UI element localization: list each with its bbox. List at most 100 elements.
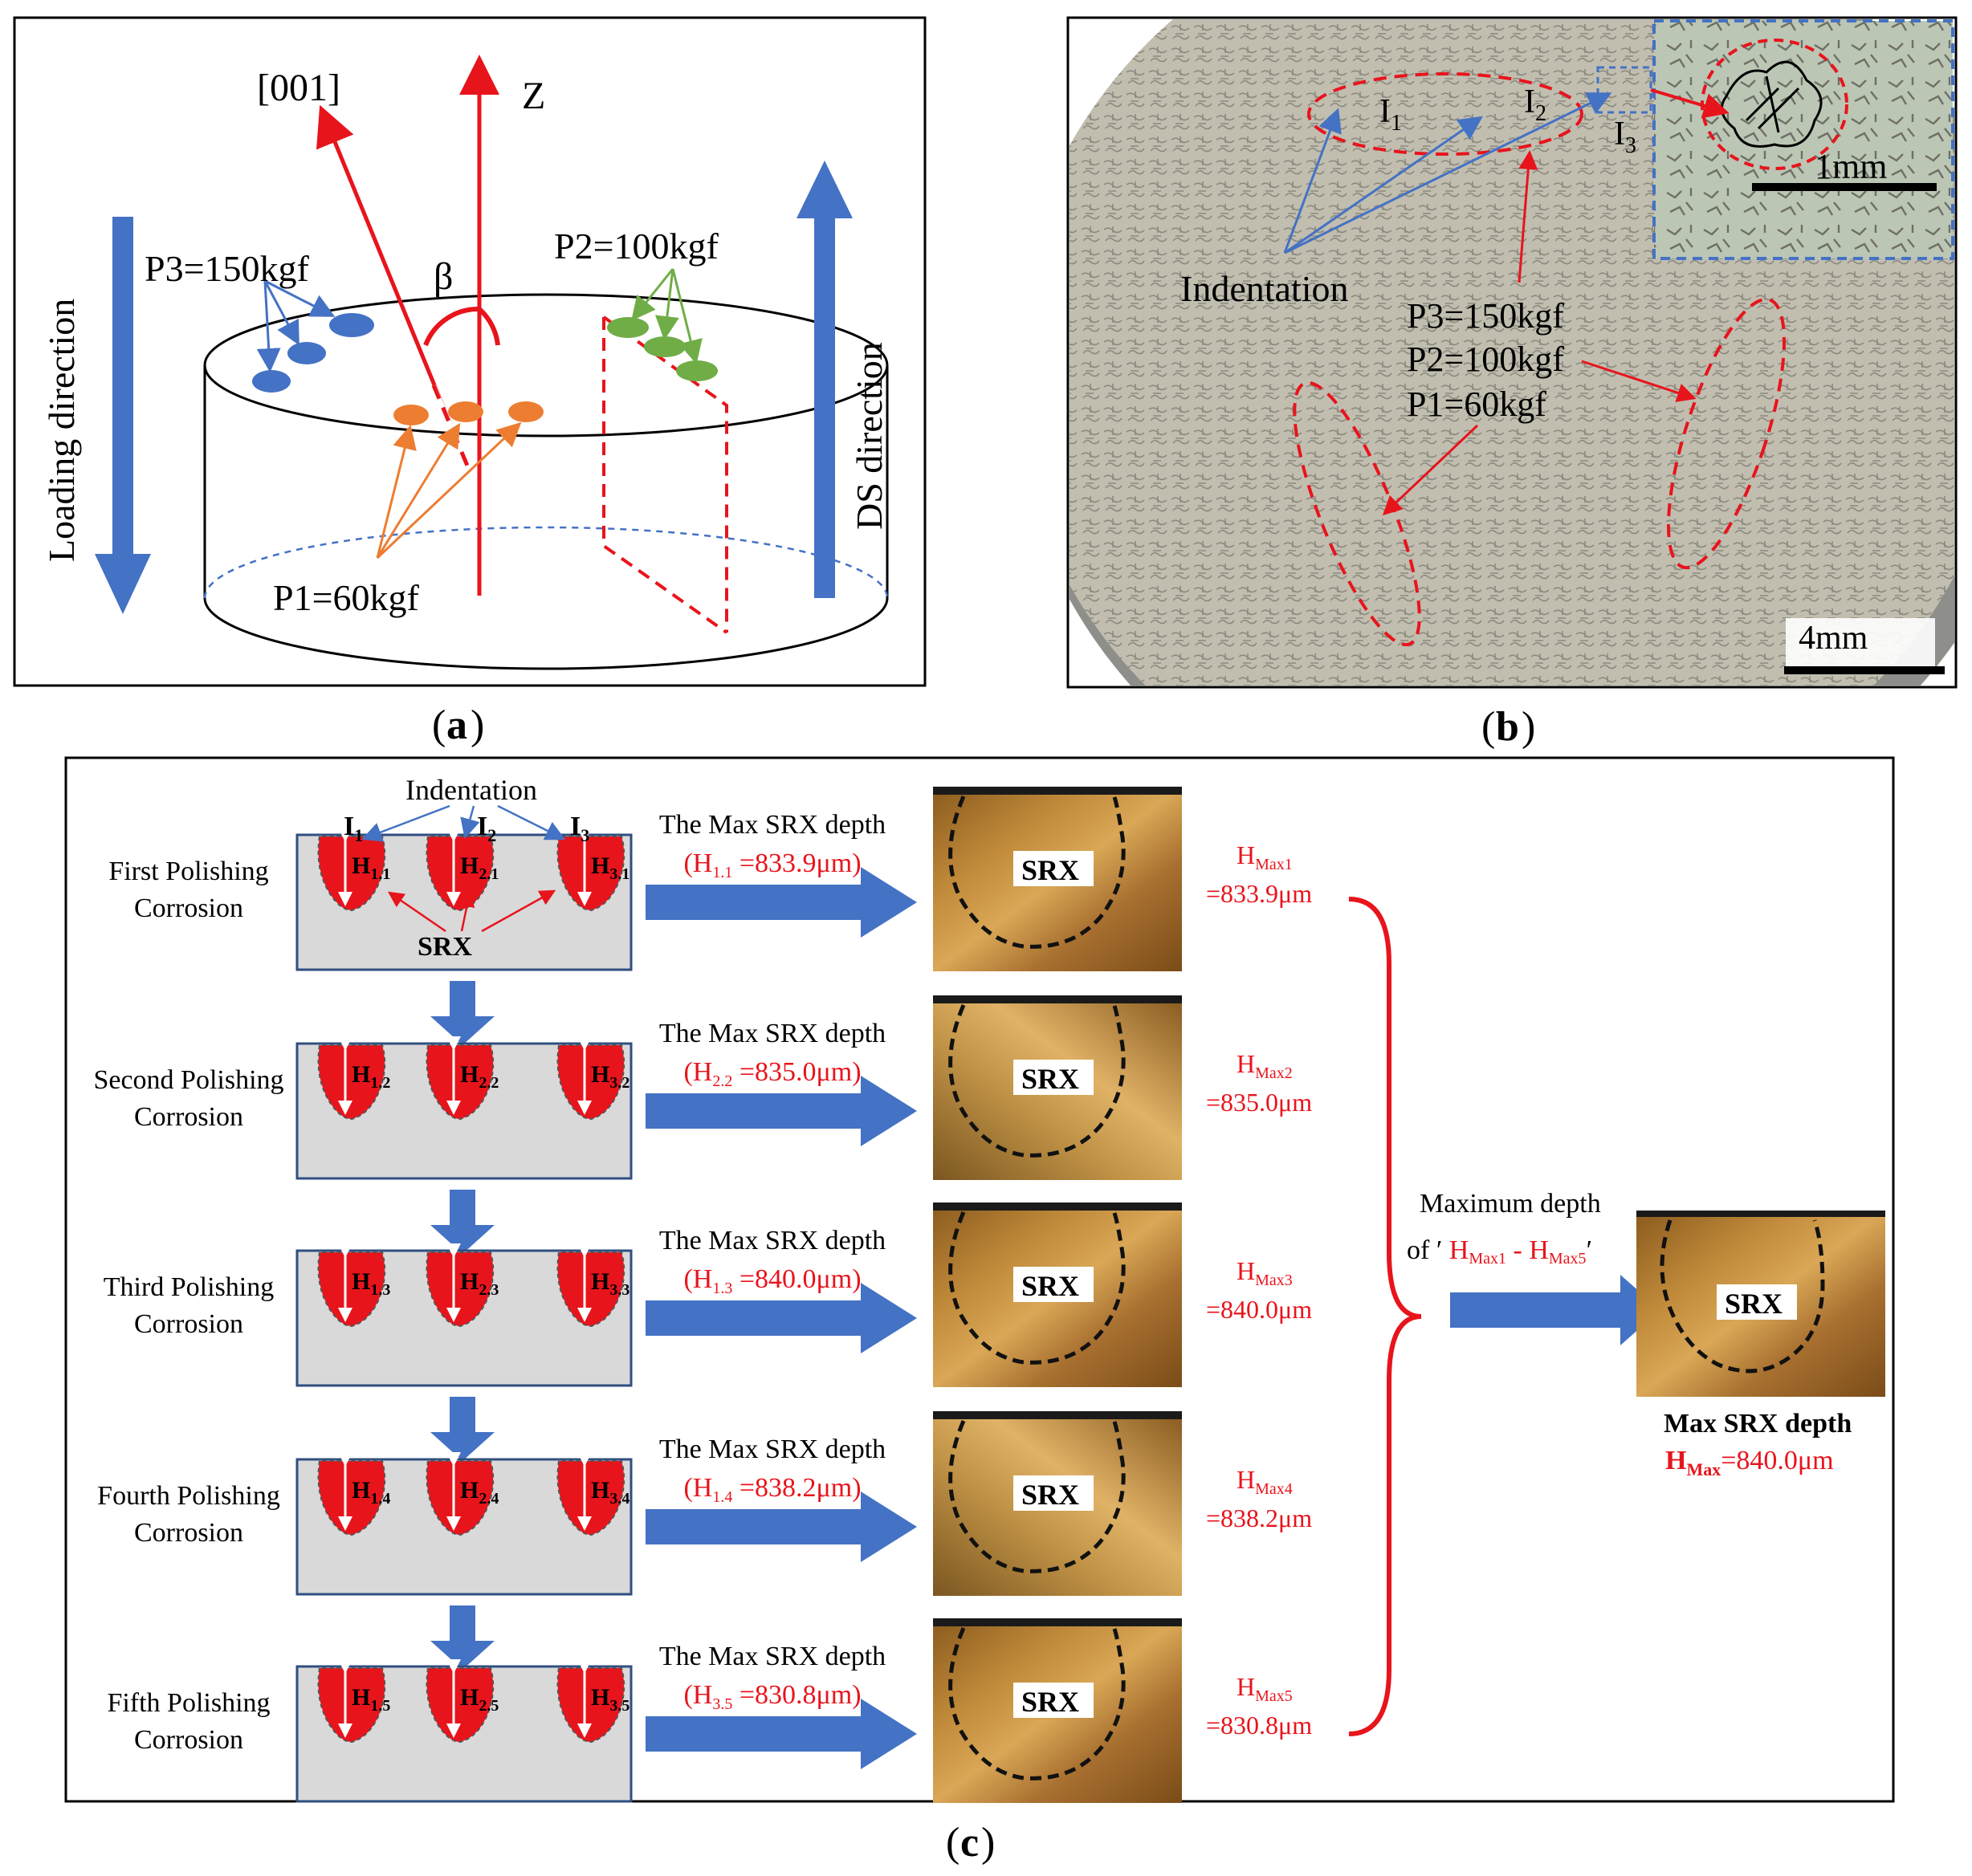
stage-label-line2: Corrosion	[134, 893, 243, 923]
ds-direction-label: DS direction	[849, 342, 890, 530]
indentation-label-c: Indentation	[405, 774, 537, 806]
final-title: Max SRX depth	[1664, 1409, 1852, 1439]
max-srx-value: (H1.3 =840.0μm)	[683, 1264, 861, 1297]
max-srx-title: The Max SRX depth	[659, 1434, 886, 1464]
p2-label-b: P2=100kgf	[1407, 340, 1564, 379]
down-arrow	[430, 1397, 495, 1461]
srx-label-c: SRX	[418, 932, 472, 962]
indent-row-p2	[1666, 297, 1787, 570]
loading-direction-arrow	[95, 217, 151, 614]
p2-label: P2=100kgf	[554, 226, 719, 267]
micrograph-srx-label: SRX	[1021, 1479, 1079, 1511]
max-srx-value: (H3.5 =830.8μm)	[683, 1680, 861, 1713]
inset-pointer-arrow	[1650, 88, 1730, 119]
caption-c-open: (	[946, 1820, 960, 1866]
i2-label: I2	[1524, 83, 1546, 126]
micrograph: SRX	[933, 995, 1182, 1180]
stage-label-line2: Corrosion	[134, 1309, 243, 1339]
scale-bar-main	[1784, 666, 1945, 674]
srx-pointers-c	[387, 889, 556, 933]
right-arrow	[646, 1699, 917, 1769]
max-srx-title: The Max SRX depth	[659, 810, 886, 840]
stage-label-line1: Fourth Polishing	[97, 1481, 280, 1511]
micrograph: SRX	[933, 1411, 1182, 1596]
inset-zoom	[1652, 19, 1954, 260]
indent-row-p3	[1307, 72, 1583, 156]
hmax-value: =838.2μm	[1206, 1504, 1312, 1532]
axis-001-label: [001]	[257, 67, 340, 109]
beta-label: β	[434, 255, 453, 298]
caption-a-close: )	[471, 702, 484, 748]
down-arrow	[430, 981, 495, 1045]
scale-inset-label: 1mm	[1815, 147, 1887, 186]
p1-label: P1=60kgf	[273, 577, 420, 618]
micrograph-srx-label: SRX	[1021, 1063, 1079, 1095]
final-value: HMax=840.0μm	[1665, 1446, 1834, 1479]
stage-label-line1: First Polishing	[108, 857, 268, 886]
micrograph: SRX	[933, 1203, 1182, 1387]
p3-indents	[252, 279, 374, 393]
stage-label-line1: Third Polishing	[104, 1272, 275, 1302]
stage-label-line1: Fifth Polishing	[107, 1688, 270, 1718]
curly-brace	[1348, 897, 1422, 1736]
caption-b-close: )	[1522, 704, 1535, 750]
caption-c-close: )	[981, 1820, 995, 1866]
max-srx-value: (H1.1 =833.9μm)	[683, 848, 861, 881]
right-arrow	[646, 1283, 917, 1353]
i1-label: I1	[1379, 93, 1402, 136]
micrograph-srx-label: SRX	[1021, 1270, 1079, 1302]
p2-indents	[607, 268, 718, 381]
max-depth-line1: Maximum depth	[1420, 1189, 1601, 1219]
right-arrow	[646, 867, 917, 938]
max-srx-value: (H2.2 =835.0μm)	[683, 1057, 861, 1090]
caption-b-letter: b	[1496, 704, 1519, 750]
scale-main-label: 4mm	[1799, 620, 1868, 657]
micrograph-srx-label: SRX	[1021, 1686, 1079, 1718]
axis-z-label: Z	[522, 75, 545, 117]
indentation-label-b: Indentation	[1180, 268, 1349, 309]
p3-label-b: P3=150kgf	[1407, 296, 1564, 336]
ds-direction-arrow	[797, 161, 853, 598]
max-srx-title: The Max SRX depth	[659, 1019, 886, 1048]
load-pointers-b	[1382, 150, 1697, 516]
down-arrow	[430, 1605, 495, 1670]
micrograph: SRX	[933, 1618, 1182, 1803]
micrograph-srx-label: SRX	[1021, 854, 1079, 886]
i3-box	[1596, 66, 1652, 114]
max-srx-value: (H1.4 =838.2μm)	[683, 1473, 861, 1506]
loading-direction-label: Loading direction	[41, 299, 82, 562]
p1-label-b: P1=60kgf	[1407, 385, 1546, 424]
final-srx-label: SRX	[1725, 1288, 1783, 1320]
right-arrow	[646, 1491, 917, 1562]
hmax-value: =835.0μm	[1206, 1088, 1312, 1117]
indentation-pointers	[1283, 92, 1612, 254]
panel-b: 1mm I1 I2 I3 Indentation P3=150kgf P2=10…	[1066, 16, 1958, 689]
stage-label-line1: Second Polishing	[93, 1065, 283, 1095]
caption-b-open: (	[1481, 704, 1495, 750]
caption-c-letter: c	[960, 1820, 979, 1866]
micrograph: SRX	[933, 787, 1182, 971]
max-srx-title: The Max SRX depth	[659, 1226, 886, 1255]
stage-label-line2: Corrosion	[134, 1725, 243, 1755]
hmax-value: =840.0μm	[1206, 1295, 1312, 1324]
p1-indents	[376, 401, 544, 560]
cylinder	[203, 293, 889, 670]
panel-a: [001] Z β P3=150kgf P2=100kgf	[13, 16, 927, 687]
right-arrow	[646, 1076, 917, 1146]
i3-label: I3	[1614, 116, 1636, 158]
final-micrograph	[1636, 1211, 1885, 1397]
indentation-pointers-c	[361, 804, 566, 842]
max-srx-title: The Max SRX depth	[659, 1642, 886, 1671]
down-arrow	[430, 1190, 495, 1254]
caption-a-open: (	[432, 702, 446, 748]
max-depth-line2: of ′ HMax1 - HMax5′	[1407, 1235, 1592, 1268]
hmax-value: =830.8μm	[1206, 1711, 1312, 1740]
beta-angle-arc	[423, 306, 480, 347]
stage-label-line2: Corrosion	[134, 1518, 243, 1548]
